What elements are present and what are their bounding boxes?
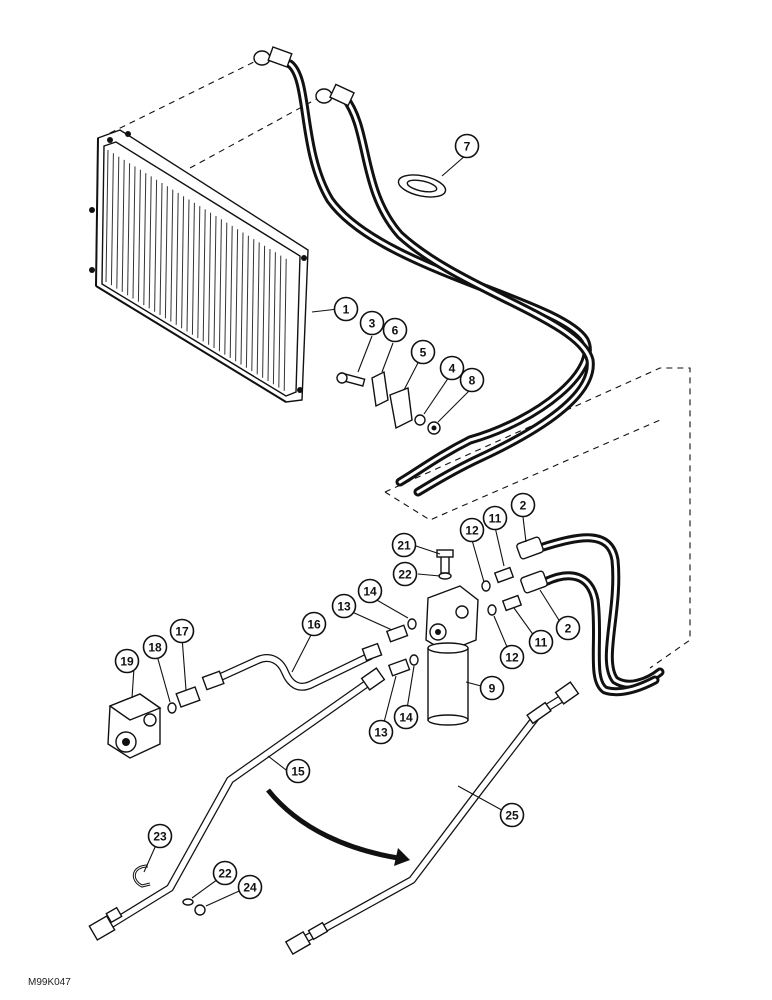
tube-16 [201,642,383,691]
svg-text:18: 18 [148,641,162,655]
callout-12: 12 [499,644,525,670]
grommet [397,174,447,198]
callout-12: 12 [459,517,485,543]
callout-13: 13 [368,719,394,745]
svg-text:8: 8 [469,374,476,388]
callout-23: 23 [147,823,173,849]
callout-2: 2 [510,492,536,518]
callout-13: 13 [331,593,357,619]
oil-filter [385,549,523,726]
svg-text:14: 14 [363,585,377,599]
svg-text:16: 16 [307,618,321,632]
callout-9: 9 [479,675,505,701]
svg-text:3: 3 [369,317,376,331]
svg-text:23: 23 [153,830,167,844]
svg-text:22: 22 [398,568,412,582]
svg-text:21: 21 [397,539,411,553]
callout-14: 14 [393,704,419,730]
upper-hoses [253,46,595,497]
callout-2: 2 [555,615,581,641]
svg-text:14: 14 [399,711,413,725]
svg-text:24: 24 [243,881,257,895]
svg-text:2: 2 [520,499,527,513]
callout-14: 14 [357,578,383,604]
svg-text:19: 19 [120,655,134,669]
callout-6: 6 [382,317,408,343]
svg-text:5: 5 [420,346,427,360]
oil-cooler [89,129,309,403]
callout-21: 21 [391,532,417,558]
tube-15 [88,667,386,941]
callout-5: 5 [410,339,436,365]
callout-16: 16 [301,611,327,637]
callout-19: 19 [114,648,140,674]
mounting-hardware [336,370,441,435]
svg-text:13: 13 [337,600,351,614]
svg-text:2: 2 [565,622,572,636]
svg-text:12: 12 [505,651,519,665]
svg-text:4: 4 [449,362,456,376]
svg-text:17: 17 [175,625,189,639]
callout-11: 11 [528,629,554,655]
callout-15: 15 [285,758,311,784]
svg-text:6: 6 [392,324,399,338]
svg-text:1: 1 [343,303,350,317]
callout-17: 17 [169,618,195,644]
callout-22: 22 [212,860,238,886]
svg-text:12: 12 [465,524,479,538]
control-valve [107,686,201,759]
callout-3: 3 [359,310,385,336]
svg-text:22: 22 [218,867,232,881]
callout-4: 4 [439,355,465,381]
callout-8: 8 [459,367,485,393]
assembly-arrow [266,788,410,866]
callout-18: 18 [142,634,168,660]
lower-hoses [516,533,665,697]
callout-1: 1 [333,296,359,322]
tube-25 [284,681,580,956]
svg-text:13: 13 [374,726,388,740]
svg-text:7: 7 [464,140,471,154]
callout-25: 25 [499,802,525,828]
callout-7: 7 [454,133,480,159]
callout-24: 24 [237,874,263,900]
svg-text:15: 15 [291,765,305,779]
svg-text:25: 25 [505,809,519,823]
drawing-code: M99K047 [28,977,71,988]
svg-text:11: 11 [489,512,502,526]
svg-text:11: 11 [535,636,548,650]
svg-text:9: 9 [489,682,496,696]
callout-22: 22 [392,561,418,587]
callout-11: 11 [482,505,508,531]
